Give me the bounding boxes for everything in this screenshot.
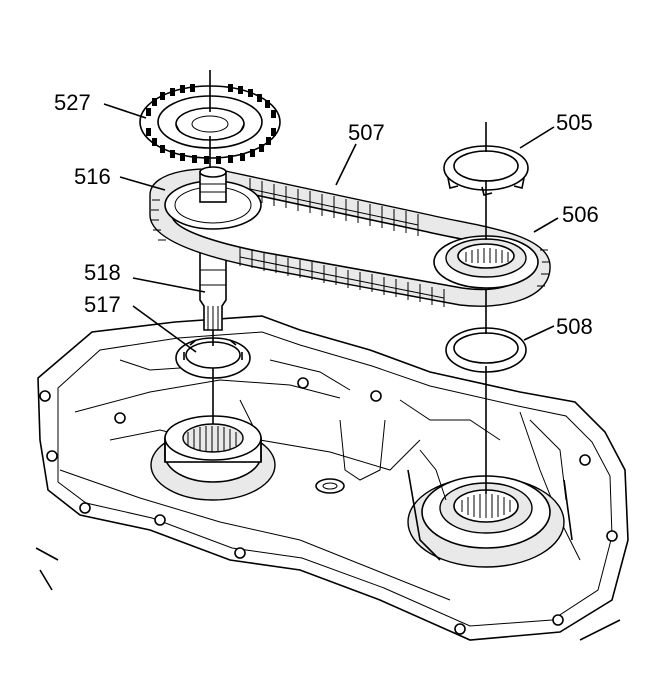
- callout-505: 505: [556, 110, 593, 135]
- callout-508: 508: [556, 314, 593, 339]
- callout-507: 507: [348, 120, 385, 145]
- drive-sprocket-516: [164, 166, 262, 230]
- driven-sprocket-506: [433, 235, 539, 289]
- transaxle-case-housing: [35, 315, 629, 641]
- washer-517: [175, 337, 251, 379]
- leader-lines: [103, 103, 559, 353]
- assembly-axis-lines: [209, 70, 487, 494]
- callout-527: 527: [54, 90, 91, 115]
- callout-516: 516: [74, 164, 111, 189]
- left-bearing-bore: [150, 415, 276, 501]
- right-bearing-bore: [407, 419, 573, 568]
- callout-506: 506: [562, 202, 599, 227]
- callout-517: 517: [84, 292, 121, 317]
- callout-518: 518: [84, 260, 121, 285]
- washer-508: [445, 327, 527, 373]
- callout-labels: 527 507 505 516 506 518 517 508: [54, 90, 599, 339]
- tone-ring-527: [139, 84, 281, 164]
